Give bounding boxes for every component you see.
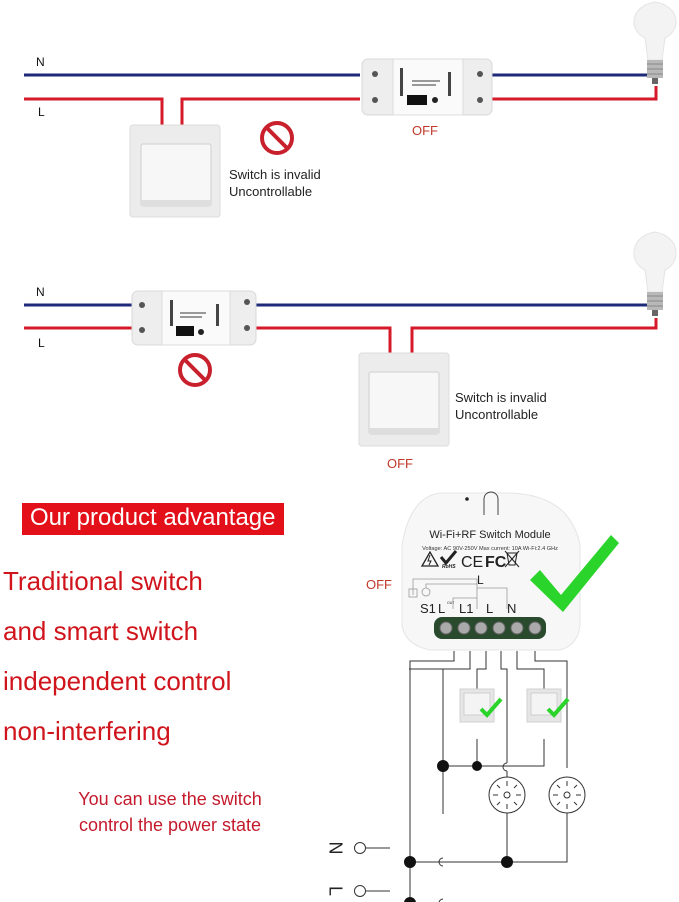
advantage-banner: Our product advantage: [22, 503, 284, 535]
supply-live-label: L: [325, 886, 345, 896]
neutral-terminal-icon: [354, 842, 366, 854]
module-schematic: Wi-Fi+RF Switch Module Voltage: AC 90V-2…: [401, 491, 619, 902]
fcc-icon: FC: [485, 554, 507, 571]
switch-1-check-icon: [479, 697, 503, 718]
advantage-line-3: independent control: [3, 666, 232, 696]
advantage-list: Traditional switch and smart switch inde…: [3, 556, 231, 756]
supply-neutral-label: N: [325, 842, 345, 855]
module-inner-circuit: [408, 578, 508, 609]
module-inner-l: L: [477, 573, 484, 587]
invalid-note-1: Switch is invalid Uncontrollable: [229, 166, 321, 200]
invalid-note-1-line1: Switch is invalid: [229, 167, 321, 182]
wall-switch-2: [358, 352, 450, 447]
module-specs: Voltage: AC 90V-250V Max current: 10A Wi…: [422, 546, 558, 552]
live-wire-1b: [180, 97, 360, 125]
module-off-label: OFF: [366, 577, 392, 592]
schematic-lamp-1: [488, 776, 526, 814]
schematic-switch-1: [459, 688, 503, 723]
switch-status-2: OFF: [387, 456, 413, 471]
ce-icon: CE: [461, 554, 483, 571]
advantage-line-1: Traditional switch: [3, 566, 203, 596]
warning-icon: [420, 550, 440, 567]
smart-module-1: [361, 58, 493, 116]
wall-switch-1: [129, 124, 221, 218]
antenna-icon: [483, 491, 499, 515]
rohs-icon: RoHS: [439, 550, 458, 570]
schematic-switch-2: [526, 688, 570, 723]
svg-text:RoHS: RoHS: [442, 564, 456, 570]
neutral-label-1: N: [36, 55, 45, 69]
wiring-diagrams-top: [24, 1, 677, 447]
light-bulb-1: [633, 1, 677, 84]
light-bulb-2: [633, 231, 677, 316]
invalid-note-2: Switch is invalid Uncontrollable: [455, 389, 547, 423]
weee-icon: [504, 550, 520, 568]
live-terminal-icon: [354, 885, 366, 897]
no-entry-icon-2: [178, 353, 212, 387]
invalid-note-2-line2: Uncontrollable: [455, 407, 539, 422]
terminal-block: [434, 617, 546, 639]
advantage-sub-line1: You can use the switch: [78, 789, 262, 809]
neutral-label-2: N: [36, 285, 45, 299]
advantage-subtext: You can use the switch control the power…: [40, 786, 300, 838]
terminal-l-label: L: [486, 601, 493, 616]
module-title: Wi-Fi+RF Switch Module: [429, 529, 550, 541]
live-wire-1a: [24, 97, 164, 125]
terminal-n-label: N: [507, 601, 516, 616]
terminal-out-superscript: OUT: [447, 601, 455, 605]
switch-2-check-icon: [546, 697, 570, 718]
no-entry-icon-1: [260, 121, 294, 155]
smart-module-2: [131, 290, 257, 346]
supply-terminals: N L: [325, 842, 390, 897]
check-icon: [530, 535, 619, 612]
live-wire-1c: [490, 86, 658, 101]
live-wire-2c: [410, 318, 658, 353]
module-status-1: OFF: [412, 123, 438, 138]
schematic-wires: [409, 651, 568, 902]
invalid-note-1-line2: Uncontrollable: [229, 184, 313, 199]
advantage-line-2: and smart switch: [3, 616, 199, 646]
schematic-lamp-2: [548, 776, 586, 814]
live-label-2: L: [38, 336, 45, 350]
live-wire-2b: [256, 326, 392, 353]
advantage-sub-line2: control the power state: [78, 815, 262, 835]
live-label-1: L: [38, 105, 45, 119]
advantage-line-4: non-interfering: [3, 716, 171, 746]
terminal-lout-label: L: [438, 601, 445, 616]
schematic-junctions: [404, 760, 513, 902]
terminal-l1-label: L1: [459, 601, 473, 616]
invalid-note-2-line1: Switch is invalid: [455, 390, 547, 405]
terminal-s1-label: S1: [420, 601, 436, 616]
switch-module-body: [401, 492, 581, 651]
